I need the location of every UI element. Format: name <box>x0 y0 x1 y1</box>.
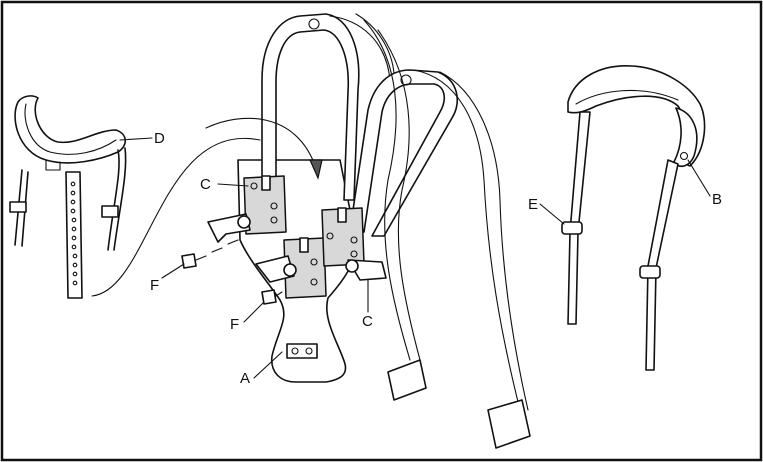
main-frame <box>181 13 531 449</box>
label-f-upper: F <box>150 277 159 294</box>
label-f-lower: F <box>230 316 239 333</box>
callout-labels: D C C A F F E B <box>150 130 722 387</box>
seat-assembly-d <box>9 95 127 299</box>
post-holes <box>70 181 78 286</box>
guide-line-d <box>91 137 261 297</box>
handle-frame-be <box>561 65 706 371</box>
label-a: A <box>240 370 250 387</box>
label-d: D <box>154 130 165 147</box>
label-c-upper: C <box>200 176 211 193</box>
label-e: E <box>528 196 538 213</box>
label-c-lower: C <box>362 313 373 330</box>
pin-f-upper <box>181 253 197 269</box>
label-b: B <box>712 191 722 208</box>
leader-lines <box>119 137 711 379</box>
pin-f-lower <box>261 289 277 305</box>
